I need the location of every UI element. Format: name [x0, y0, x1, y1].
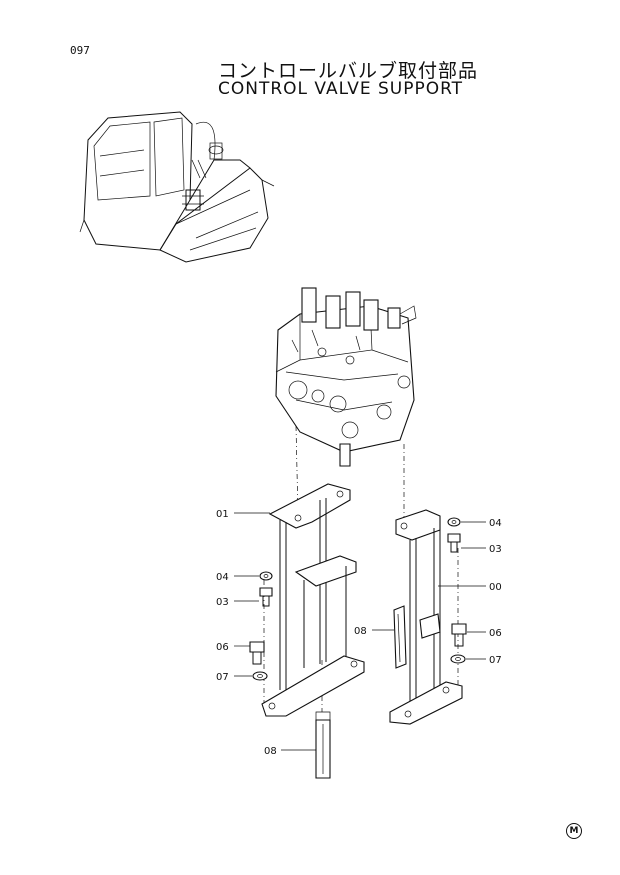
callout-03-right: 03 — [489, 544, 502, 555]
spacer-part-08-bottom — [315, 711, 331, 779]
page-title: CONTROL VALVE SUPPORT — [218, 79, 464, 99]
callout-04-right: 04 — [489, 518, 502, 529]
left-fasteners — [249, 571, 273, 681]
callout-04-left: 04 — [216, 572, 229, 583]
left-support-bracket — [261, 483, 365, 717]
excavator-location-view — [79, 111, 275, 263]
m-mark: M — [566, 823, 582, 839]
callout-03-left: 03 — [216, 597, 229, 608]
callout-06-right: 06 — [489, 628, 502, 639]
callout-07-left: 07 — [216, 672, 229, 683]
callout-01: 01 — [216, 509, 229, 520]
callout-07-right: 07 — [489, 655, 502, 666]
callout-08-bottom: 08 — [264, 746, 277, 757]
page-title-japanese: コントロールバルブ取付部品 — [218, 60, 479, 82]
callout-06-left: 06 — [216, 642, 229, 653]
spacer-part-08-middle — [393, 605, 407, 669]
control-valve — [275, 287, 417, 467]
page-number: 097 — [70, 44, 90, 57]
callout-00: 00 — [489, 582, 502, 593]
callout-08-middle: 08 — [354, 626, 367, 637]
right-fasteners — [447, 517, 467, 664]
right-support-bracket — [389, 509, 463, 725]
